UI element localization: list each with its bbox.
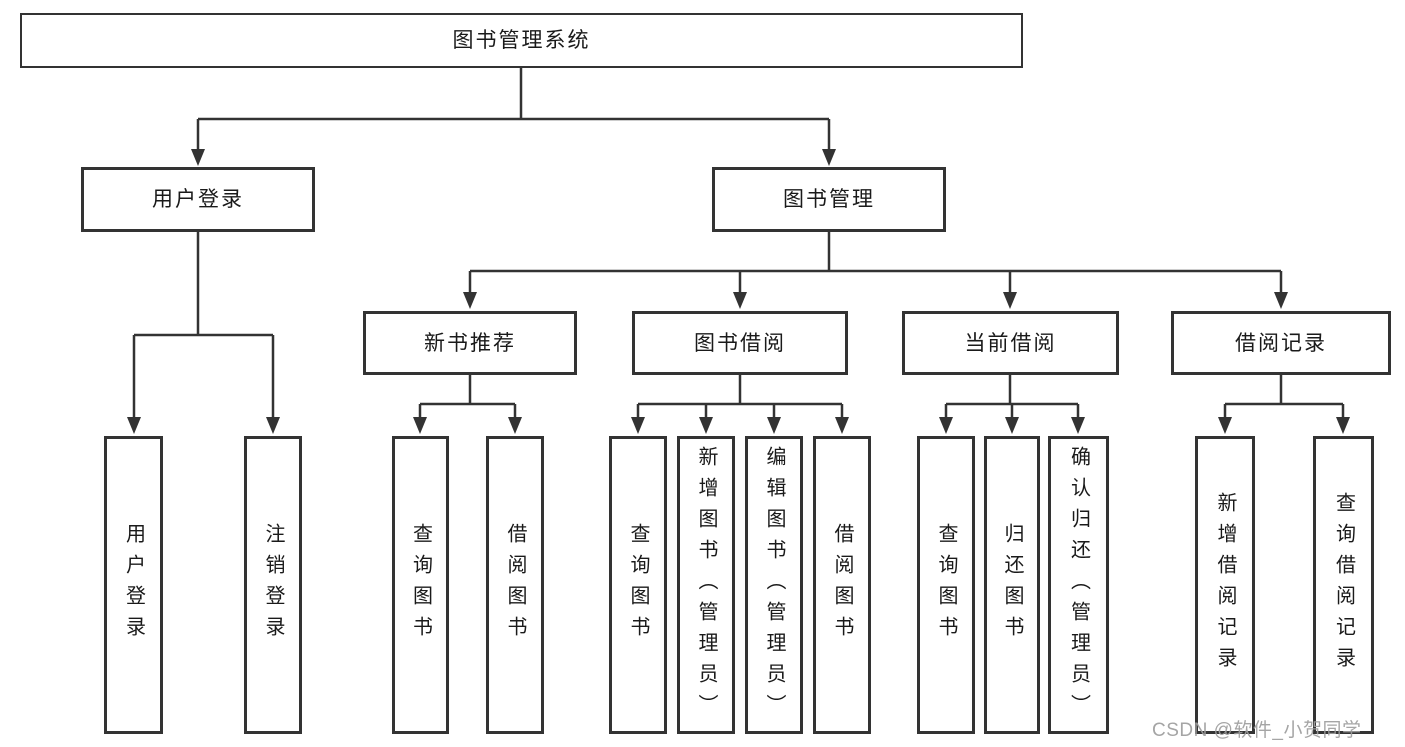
connector-book-borrow-children	[631, 375, 849, 434]
node-current-borrow-label: 当前借阅	[964, 331, 1057, 355]
leaf-borrow-books-recommend-label: 借阅图书	[504, 523, 526, 647]
leaf-user-login-label: 用户登录	[122, 523, 145, 647]
leaf-query-books-recommend-label: 查询图书	[409, 523, 432, 647]
leaf-logout-login: 注销登录	[244, 436, 302, 734]
leaf-return-book-label: 归还图书	[1001, 523, 1023, 647]
node-book-borrow-label: 图书借阅	[694, 331, 786, 355]
node-user-login: 用户登录	[81, 167, 315, 232]
node-book-management-label: 图书管理	[783, 188, 875, 211]
leaf-return-book: 归还图书	[984, 436, 1040, 734]
leaf-edit-book-admin: 编辑图书（管理员）	[745, 436, 803, 734]
leaf-borrow-books-recommend: 借阅图书	[486, 436, 544, 734]
node-user-login-label: 用户登录	[152, 188, 244, 211]
leaf-user-login: 用户登录	[104, 436, 163, 734]
leaf-query-books-recommend: 查询图书	[392, 436, 449, 734]
leaf-query-books-current-label: 查询图书	[935, 523, 957, 647]
leaf-query-books-borrow-label: 查询图书	[627, 523, 649, 647]
leaf-query-books-current: 查询图书	[917, 436, 975, 734]
node-root-label: 图书管理系统	[452, 29, 591, 52]
node-new-book-recommend: 新书推荐	[363, 311, 577, 375]
leaf-confirm-return-admin-label: 确认归还（管理员）	[1067, 445, 1090, 725]
leaf-query-borrow-record: 查询借阅记录	[1313, 436, 1374, 734]
node-current-borrow: 当前借阅	[902, 311, 1119, 375]
leaf-query-books-borrow: 查询图书	[609, 436, 667, 734]
leaf-borrow-books-2: 借阅图书	[813, 436, 871, 734]
leaf-query-borrow-record-label: 查询借阅记录	[1332, 492, 1355, 678]
connector-current-borrow-children	[939, 375, 1085, 434]
node-root: 图书管理系统	[20, 13, 1023, 68]
node-borrow-records-label: 借阅记录	[1235, 331, 1327, 355]
leaf-add-book-admin: 新增图书（管理员）	[677, 436, 735, 734]
leaf-borrow-books-2-label: 借阅图书	[831, 523, 853, 647]
node-new-book-recommend-label: 新书推荐	[424, 331, 516, 355]
connector-new-book-recommend-children	[413, 375, 522, 434]
node-book-borrow: 图书借阅	[632, 311, 848, 375]
node-borrow-records: 借阅记录	[1171, 311, 1391, 375]
connector-user-login-children	[127, 232, 280, 434]
connector-borrow-records-children	[1218, 375, 1350, 434]
leaf-add-borrow-record: 新增借阅记录	[1195, 436, 1255, 734]
connector-root-to-level2	[191, 68, 836, 166]
leaf-add-book-admin-label: 新增图书（管理员）	[695, 445, 717, 725]
leaf-edit-book-admin-label: 编辑图书（管理员）	[763, 445, 785, 725]
watermark: CSDN @软件_小贺同学	[1152, 720, 1362, 741]
connector-book-management-children	[463, 232, 1288, 309]
leaf-confirm-return-admin: 确认归还（管理员）	[1048, 436, 1109, 734]
leaf-logout-login-label: 注销登录	[262, 523, 284, 647]
leaf-add-borrow-record-label: 新增借阅记录	[1214, 492, 1236, 678]
node-book-management: 图书管理	[712, 167, 946, 232]
